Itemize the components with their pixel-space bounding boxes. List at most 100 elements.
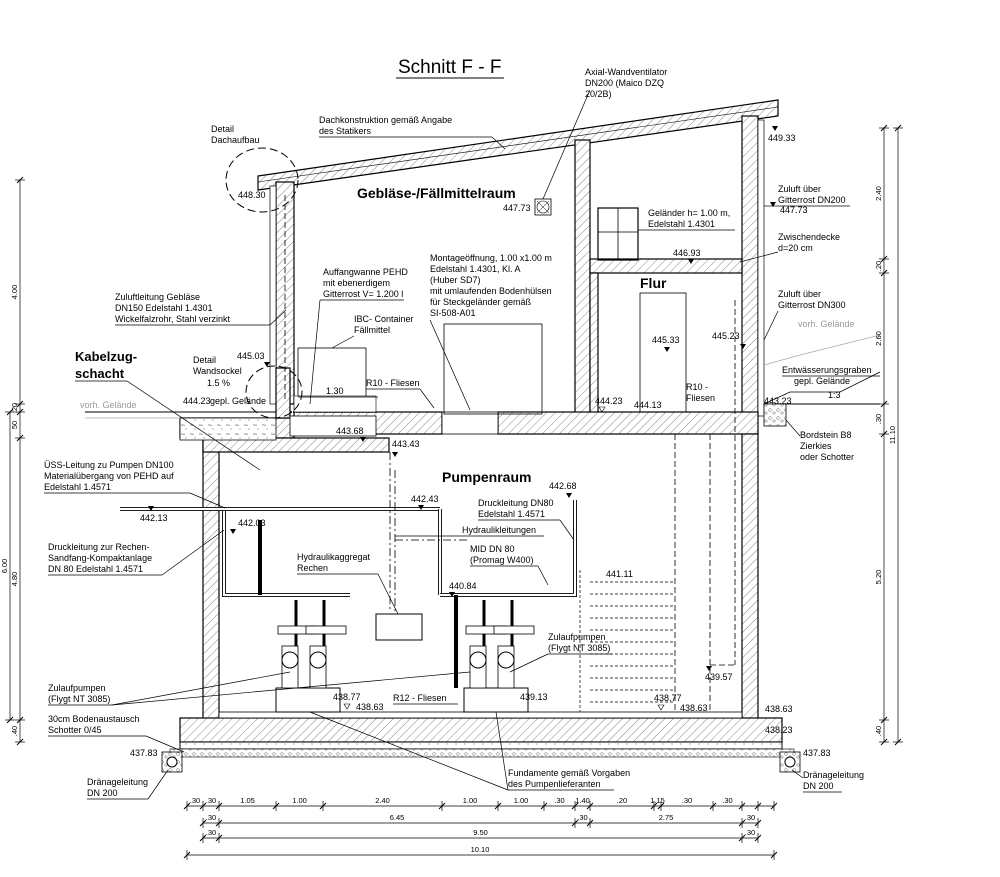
pump-top-left (202, 437, 390, 453)
note-fan-3: 20/2B) (585, 89, 612, 99)
note-tiles-r10-a: R10 - Fliesen (366, 378, 420, 388)
note-opening-5: für Steckgeländer gemäß (430, 297, 532, 307)
floor-slab-right (497, 411, 759, 435)
elev-442-68: 442.68 (549, 481, 577, 491)
elev-445-23: 445.23 (712, 331, 740, 341)
elev-447-73a: 447.73 (503, 203, 531, 213)
dim-label: .30 (190, 796, 200, 805)
note-railing-2: Edelstahl 1.4301 (648, 219, 715, 229)
note-ground-planned: gepl. Gelände (210, 396, 266, 406)
elev-449-33: 449.33 (768, 133, 796, 143)
drain-pipe-right-circle (784, 756, 796, 768)
room-pump: Pumpenraum (442, 469, 531, 485)
dim-label: 1.15 (650, 796, 665, 805)
elev-445-03: 445.03 (237, 351, 265, 361)
elev-442-43: 442.43 (411, 494, 439, 504)
corridor-left-wall (589, 272, 599, 417)
note-mid-1: MID DN 80 (470, 544, 515, 554)
note-opening-2: Edelstahl 1.4301, Kl. A (430, 264, 521, 274)
note-supply-3: Wickelfalzrohr, Stahl verzinkt (115, 314, 231, 324)
dim-label: 4.80 (10, 572, 19, 587)
note-railing-1: Geländer h= 1.00 m, (648, 208, 730, 218)
note-tiles-r10-b1: R10 - (686, 382, 708, 392)
elev-443-43: 443.43 (392, 439, 420, 449)
elev-445-33: 445.33 (652, 335, 680, 345)
roof-edge (257, 106, 779, 183)
note-drain-r-1: Dränageleitung (803, 770, 864, 780)
dim-label: 1.00 (292, 796, 307, 805)
note-pressr-1: Druckleitung zur Rechen- (48, 542, 150, 552)
elev-444-23a: 444.23 (183, 396, 211, 406)
detail-circle-base (245, 365, 303, 419)
right-upper-wall (741, 115, 759, 417)
dim-label: .30 (874, 414, 883, 424)
middle-wall (574, 139, 591, 417)
dim-label: 4.00 (10, 285, 19, 300)
gravel-layer (169, 748, 795, 758)
roof-slab (257, 99, 779, 191)
note-press80-1: Druckleitung DN80 (478, 498, 554, 508)
dim-label: 1.05 (240, 796, 255, 805)
pump-floor-inner (218, 711, 743, 719)
note-slope: 1.5 % (207, 378, 230, 388)
dim-label: 2.75 (659, 813, 674, 822)
elev-444-23b: 444.23 (595, 396, 623, 406)
elev-446-93: 446.93 (673, 248, 701, 258)
note-tiles-r10-b2: Fliesen (686, 393, 715, 403)
note-opening-4: mit umlaufenden Bodenhülsen (430, 286, 552, 296)
dim-label: 11.10 (888, 426, 897, 444)
stairs (579, 434, 711, 712)
ibc-container (297, 347, 367, 405)
note-inlet1-1: Zuluft über (778, 184, 821, 194)
shaft-left-wall (275, 367, 291, 419)
hydraulic-unit (375, 613, 423, 641)
detail-circle-roof (225, 147, 299, 213)
dim-label: .40 (874, 726, 883, 736)
note-slab-2: d=20 cm (778, 243, 813, 253)
dim-label: .30 (206, 796, 216, 805)
note-slab-1: Zwischendecke (778, 232, 840, 242)
ground-left (179, 417, 277, 441)
dim-label: 50 (10, 421, 19, 429)
note-roof-1: Dachkonstruktion gemäß Angabe (319, 115, 452, 125)
note-pumps-r-1: Zulaufpumpen (548, 632, 606, 642)
pump-group-right (463, 600, 535, 713)
note-detail-base-2: Wandsockel (193, 366, 242, 376)
ditch-line (763, 371, 881, 405)
left-upper-insulation (269, 185, 277, 405)
note-drain-r-2: DN 200 (803, 781, 834, 791)
note-fan-2: DN200 (Maico DZQ (585, 78, 664, 88)
note-pressr-3: DN 80 Edelstahl 1.4571 (48, 564, 143, 574)
note-uss-2: Materialübergang von PEHD auf (44, 471, 174, 481)
note-opening-3: (Huber SD7) (430, 275, 481, 285)
note-tray-3: Gitterrost V= 1.200 l (323, 289, 403, 299)
intermediate-slab (589, 258, 743, 274)
note-drain-l-2: DN 200 (87, 788, 118, 798)
note-terrain-right: vorh. Gelände (798, 319, 855, 329)
elev-441-11: 441.11 (606, 569, 633, 579)
elev-438-63a: 438.63 (356, 702, 384, 712)
note-ditch-slope: 1:3 (828, 390, 841, 400)
note-detail-roof-1: Detail (211, 124, 234, 134)
elev-442-03: 442.03 (238, 518, 266, 528)
note-ditch-2: gepl. Gelände (794, 376, 850, 386)
assembly-opening (441, 411, 499, 435)
dim-label: 1.00 (514, 796, 529, 805)
elev-438-63b: 438.63 (680, 703, 708, 713)
note-hydraulic: Hydraulikleitungen (462, 525, 536, 535)
note-roof-2: des Statikers (319, 126, 372, 136)
note-hyd-unit-2: Rechen (297, 563, 328, 573)
note-inlet2-1: Zuluft über (778, 289, 821, 299)
curb-stone (763, 403, 787, 427)
elev-439-57: 439.57 (705, 672, 733, 682)
elev-444-13: 444.13 (634, 400, 662, 410)
right-upper-insulation (757, 119, 765, 417)
dim-total: 10.10 (471, 845, 490, 854)
note-fan-1: Axial-Wandventilator (585, 67, 667, 77)
note-supply-2: DN150 Edelstahl 1.4301 (115, 303, 213, 313)
note-inlet1-2: Gitterrost DN200 (778, 195, 846, 205)
elev-437-83a: 437.83 (130, 748, 158, 758)
